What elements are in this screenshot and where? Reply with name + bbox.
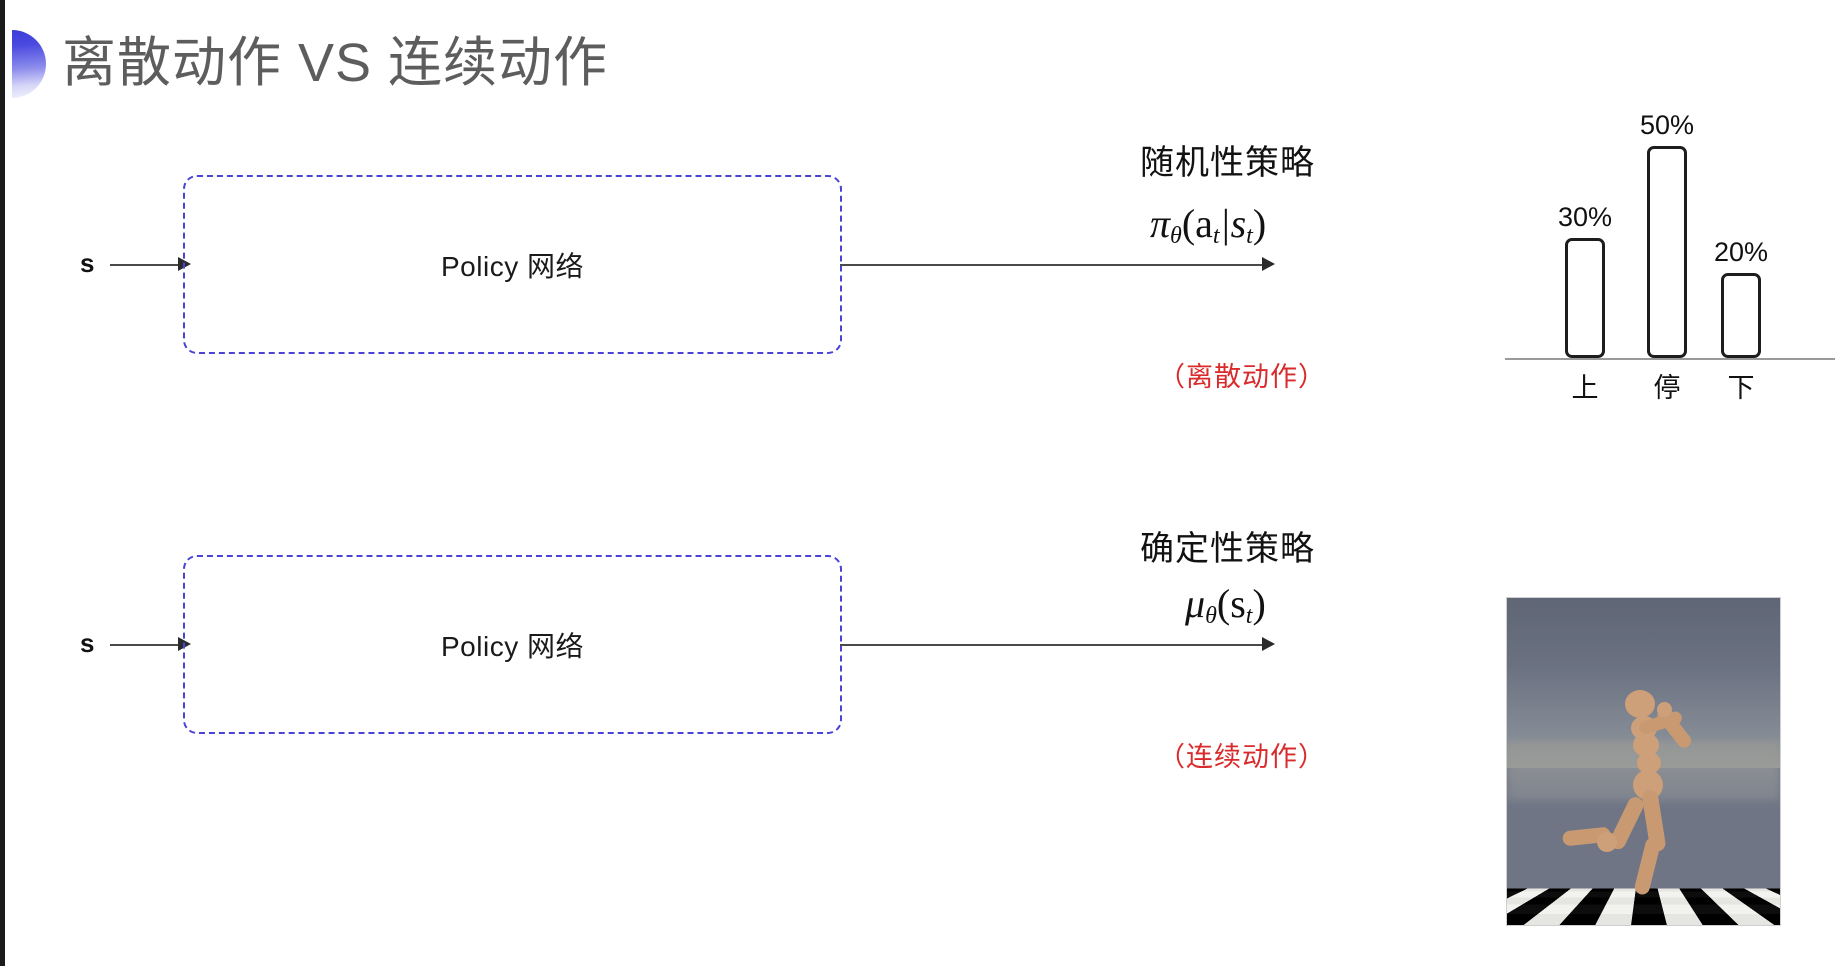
bar-value-up: 30% — [1557, 202, 1613, 232]
formula-pi-symbol: π — [1150, 201, 1171, 246]
page-title: 离散动作 VS 连续动作 — [62, 33, 609, 93]
formula-state-subscript: t — [1246, 223, 1253, 249]
policy-network-label-row1: Policy 网络 — [441, 250, 584, 282]
output-arrow-line-row1 — [840, 264, 1268, 266]
output-arrow-head-row2 — [1262, 637, 1275, 651]
formula-state-subscript-row2: t — [1245, 603, 1253, 629]
formula-mu-symbol: μ — [1185, 581, 1206, 626]
humanoid-shin-front — [1633, 836, 1662, 897]
policy-network-box-row2[interactable]: Policy 网络 — [183, 555, 842, 734]
bar-category-stop: 停 — [1653, 373, 1681, 403]
bar-stop — [1647, 146, 1687, 358]
input-arrow-line-row2 — [110, 644, 182, 646]
formula-open-args-row2: (s — [1216, 581, 1246, 626]
action-note-row1: （离散动作） — [1158, 362, 1326, 392]
bar-down — [1721, 273, 1761, 358]
chart-baseline — [1505, 358, 1835, 360]
policy-formula-row1: πθ(at|st) — [1150, 200, 1266, 250]
humanoid-fist — [1657, 702, 1672, 717]
title-bullet-icon — [12, 30, 46, 98]
input-arrow-line-row1 — [110, 264, 182, 266]
bar-value-stop: 50% — [1639, 110, 1695, 140]
formula-action-subscript: t — [1212, 223, 1220, 249]
bar-up — [1565, 238, 1605, 358]
humanoid-simulation-image — [1506, 597, 1781, 926]
action-note-row2: （连续动作） — [1158, 742, 1326, 772]
humanoid-foot — [1597, 832, 1617, 852]
formula-open-args: (a — [1181, 201, 1213, 246]
humanoid-head — [1625, 690, 1655, 718]
bar-category-up: 上 — [1571, 373, 1599, 403]
policy-type-label-row2: 确定性策略 — [1140, 530, 1315, 568]
policy-network-box-row1[interactable]: Policy 网络 — [183, 175, 842, 354]
formula-given-state: |s — [1219, 201, 1247, 246]
left-edge-strip — [0, 0, 5, 966]
formula-close-paren-row2: ) — [1252, 581, 1266, 626]
humanoid-abdomen — [1637, 752, 1661, 774]
probability-bar-chart: 30% 50% 20% 上 停 下 — [1505, 110, 1835, 403]
formula-theta-subscript-row2: θ — [1205, 603, 1217, 629]
state-label-row2: s — [80, 628, 95, 658]
bar-category-down: 下 — [1727, 373, 1755, 403]
policy-type-label-row1: 随机性策略 — [1140, 144, 1315, 182]
formula-theta-subscript: θ — [1170, 223, 1182, 249]
output-arrow-head-row1 — [1262, 257, 1275, 271]
policy-formula-row2: μθ(st) — [1185, 580, 1266, 630]
formula-close-paren: ) — [1252, 201, 1267, 246]
policy-network-label-row2: Policy 网络 — [441, 630, 584, 662]
bar-value-down: 20% — [1713, 237, 1769, 267]
output-arrow-line-row2 — [840, 644, 1268, 646]
state-label-row1: s — [80, 248, 95, 278]
